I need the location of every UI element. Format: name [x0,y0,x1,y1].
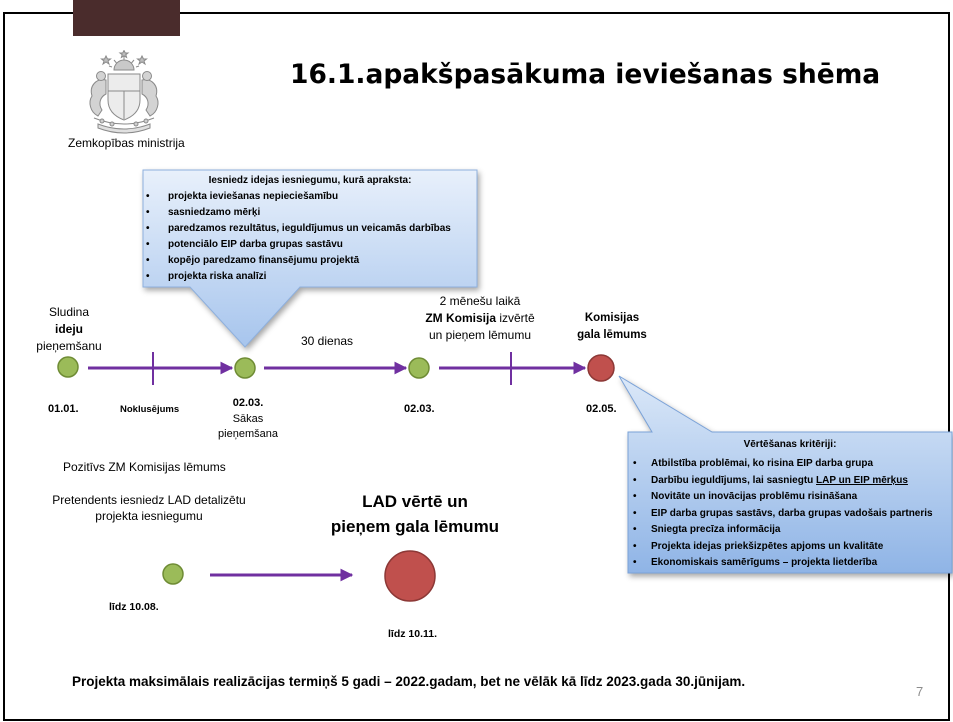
bullet-icon: • [146,191,150,202]
criteria-item-text: Atbilstība problēmai, ko risina EIP darb… [651,458,874,469]
criteria-item-text: Novitāte un inovācijas problēmu risināša… [651,491,858,502]
lad-submit-date: līdz 10.08. [109,601,159,613]
bullet-icon: • [146,207,150,218]
latvia-coat-of-arms-icon [89,50,159,134]
criteria-item: • EIP darba grupas sastāvs, darba grupas … [633,506,933,523]
bullet-icon: • [633,507,637,519]
lad-evaluate-line-2: pieņem gala lēmumu [330,517,500,536]
review-line-3: un pieņem lēmumu [428,328,532,342]
criteria-item: • Darbību ieguldījums, lai sasniegtu LAP … [633,473,933,490]
application-item-text: kopējo paredzamo finansējumu projektā [168,255,360,266]
application-callout-header: Iesniedz idejas iesniegumu, kurā aprakst… [208,175,412,186]
review-line-2: ZM Komisija izvērtē [390,310,570,327]
review-date: 02.03. [404,403,435,415]
slide-title: 16.1.apakšpasākuma ieviešanas shēma [290,59,881,90]
criteria-item-text: Darbību ieguldījums, lai sasniegtu LAP u… [651,473,908,490]
application-item: • paredzamos rezultātus, ieguldījumus un … [146,221,451,237]
header-color-block [73,0,180,36]
positive-decision-label: Pozitīvs ZM Komisijas lēmums [63,460,226,474]
bullet-icon: • [633,458,637,469]
lad-submit-line-2: projekta iesniegumu [95,509,203,523]
application-item-text: sasniedzamo mērķi [168,207,261,218]
application-item: • potenciālo EIP darba grupas sastāvu [146,237,451,253]
application-item-text: projekta ieviešanas nepieciešamību [168,191,339,202]
page-number: 7 [916,684,924,699]
bullet-icon: • [146,223,150,234]
criteria-item: • Projekta idejas priekšizpētes apjoms un… [633,539,933,556]
criteria-callout-header: Vērtēšanas kritēriji: [743,439,837,450]
application-item: • sasniedzamo mērķi [146,205,451,221]
criteria-item-underlined: LAP un EIP mērķus [816,474,908,486]
application-callout-list: • projekta ieviešanas nepieciešamību • sas… [146,189,451,285]
start-label: 02.03. Sākas pieņemšana [198,396,298,443]
application-item: • projekta riska analīzi [146,269,451,285]
decision-line-2: gala lēmums [577,329,647,341]
announce-label: Sludina ideju pieņemšanu [19,304,119,355]
bullet-icon: • [633,491,637,502]
lad-evaluate-line-1: LAD vērtē un [362,492,468,511]
review-committee: ZM Komisija [425,311,496,325]
decision-date: 02.05. [586,403,617,415]
application-item-text: potenciālo EIP darba grupas sastāvu [168,239,343,250]
review-line-1: 2 mēnešu laikā [439,294,521,308]
review-label: 2 mēnešu laikā ZM Komisija izvērtē un pi… [390,293,570,344]
criteria-item: • Ekonomiskais samērīgums – projekta liet… [633,555,933,572]
duration-label: 30 dienas [301,334,354,348]
decision-label: Komisijas gala lēmums [552,310,672,344]
announce-line-2: ideju [54,322,83,336]
milestone-decision [587,354,615,382]
lad-submit-label: Pretendents iesniedz LAD detalizētu proj… [29,492,269,524]
criteria-item: • Atbilstība problēmai, ko risina EIP dar… [633,456,933,473]
lad-submit-line-1: Pretendents iesniedz LAD detalizētu [52,493,246,507]
milestone-lad-submit [162,563,184,585]
application-item-text: paredzamos rezultātus, ieguldījumus un v… [168,223,451,234]
lad-evaluate-date: līdz 10.11. [388,628,438,640]
lad-evaluate-label: LAD vērtē un pieņem gala lēmumu [305,489,525,539]
criteria-callout-shape [618,375,953,574]
bullet-icon: • [146,239,150,250]
start-date: 02.03. [232,397,264,409]
bullet-icon: • [633,524,637,535]
start-line-2: pieņemšana [218,428,278,440]
decision-line-1: Komisijas [584,312,640,324]
application-item: • kopējo paredzamo finansējumu projektā [146,253,451,269]
milestone-review [408,357,430,379]
footer-note: Projekta maksimālais realizācijas termiņ… [72,674,746,689]
criteria-item: • Novitāte un inovācijas problēmu risināš… [633,489,933,506]
default-label: Noklusējums [120,404,180,415]
bullet-icon: • [633,557,637,568]
start-line-1: Sākas [232,412,264,425]
announce-line-3: pieņemšanu [36,339,102,353]
application-item: • projekta ieviešanas nepieciešamību [146,189,451,205]
criteria-item-prefix: Darbību ieguldījums, lai sasniegtu [651,474,817,486]
milestone-start [234,357,256,379]
milestone-announce [57,356,79,378]
criteria-item: • Sniegta precīza informācija [633,522,933,539]
organization-name: Zemkopības ministrija [68,136,185,150]
application-item-text: projekta riska analīzi [168,271,267,282]
criteria-item-text: EIP darba grupas sastāvs, darba grupas v… [651,507,933,519]
criteria-item-text: Ekonomiskais samērīgums – projekta lietd… [651,557,878,568]
slide-frame [3,12,950,721]
criteria-item-text: Projekta idejas priekšizpētes apjoms un … [651,540,884,552]
announce-line-1: Sludina [48,305,90,319]
bullet-icon: • [633,474,637,486]
application-callout-shape [142,169,478,348]
bullet-icon: • [633,540,637,552]
criteria-item-text: Sniegta precīza informācija [651,524,781,535]
milestone-lad-decision [384,550,436,602]
criteria-callout-list: • Atbilstība problēmai, ko risina EIP dar… [633,456,933,572]
bullet-icon: • [146,271,150,282]
bullet-icon: • [146,255,150,266]
announce-date: 01.01. [48,403,79,415]
review-action: izvērtē [496,311,535,325]
